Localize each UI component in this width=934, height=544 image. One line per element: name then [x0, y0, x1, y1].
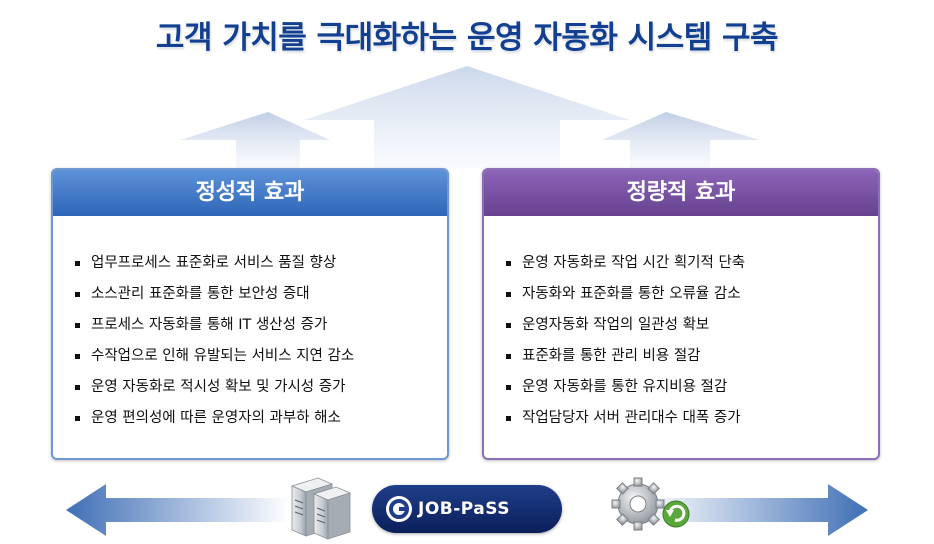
page-title: 고객 가치를 극대화하는 운영 자동화 시스템 구축	[155, 20, 779, 56]
arrow-right-icon	[644, 484, 868, 536]
list-item: 표준화를 통한 관리 비용 절감	[506, 341, 878, 372]
list-item: 자동화와 표준화를 통한 오류율 감소	[506, 279, 878, 310]
list-item: 소스관리 표준화를 통한 보안성 증대	[75, 279, 447, 310]
arrow-left-icon	[66, 484, 290, 536]
logo-text: JOB-PaSS	[418, 499, 510, 519]
logo-badge-icon	[386, 496, 412, 522]
center-up-arrow	[304, 66, 630, 168]
qualitative-heading: 정성적 효과	[53, 170, 447, 216]
job-pass-logo: JOB-PaSS	[372, 485, 562, 533]
list-item: 업무프로세스 표준화로 서비스 품질 향상	[75, 248, 447, 279]
quantitative-heading: 정량적 효과	[484, 170, 878, 216]
left-up-arrow	[180, 112, 330, 168]
list-item: 수작업으로 인해 유발되는 서비스 지연 감소	[75, 341, 447, 372]
list-item: 운영 자동화로 작업 시간 획기적 단축	[506, 248, 878, 279]
list-item: 운영 자동화로 적시성 확보 및 가시성 증가	[75, 372, 447, 403]
gears-icon	[611, 477, 690, 531]
qualitative-effects-panel: 정성적 효과 업무프로세스 표준화로 서비스 품질 향상 소스관리 표준화를 통…	[51, 168, 449, 460]
list-item: 운영 자동화를 통한 유지비용 절감	[506, 372, 878, 403]
qualitative-list: 업무프로세스 표준화로 서비스 품질 향상 소스관리 표준화를 통한 보안성 증…	[53, 216, 447, 434]
list-item: 운영자동화 작업의 일관성 확보	[506, 310, 878, 341]
servers-icon	[290, 477, 352, 540]
bottom-band	[66, 477, 868, 540]
right-up-arrow	[602, 112, 760, 168]
quantitative-effects-panel: 정량적 효과 운영 자동화로 작업 시간 획기적 단축 자동화와 표준화를 통한…	[482, 168, 880, 460]
quantitative-list: 운영 자동화로 작업 시간 획기적 단축 자동화와 표준화를 통한 오류율 감소…	[484, 216, 878, 434]
list-item: 운영 편의성에 따른 운영자의 과부하 해소	[75, 403, 447, 434]
list-item: 작업담당자 서버 관리대수 대폭 증가	[506, 403, 878, 434]
list-item: 프로세스 자동화를 통해 IT 생산성 증가	[75, 310, 447, 341]
